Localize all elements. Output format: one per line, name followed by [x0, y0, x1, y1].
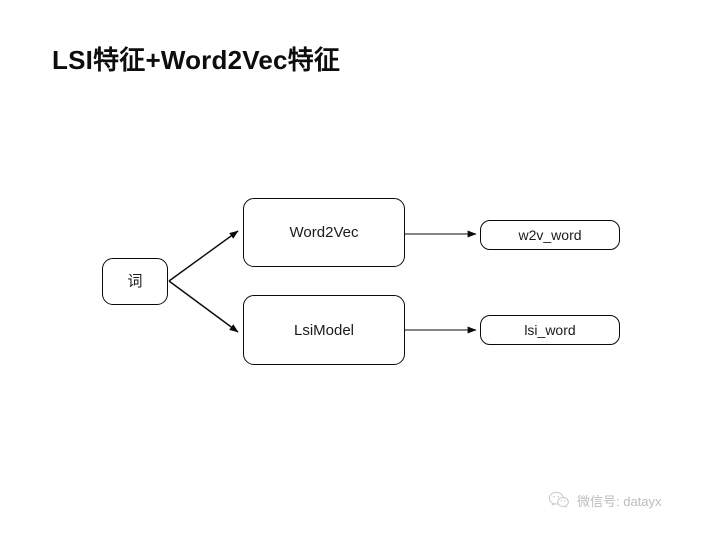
node-word2vec[interactable]: Word2Vec: [243, 198, 405, 267]
node-lsimodel[interactable]: LsiModel: [243, 295, 405, 365]
watermark-text: 微信号: datayx: [577, 493, 662, 509]
watermark: 微信号: datayx: [548, 490, 662, 510]
node-word[interactable]: 词: [102, 258, 168, 305]
node-lsi-word[interactable]: lsi_word: [480, 315, 620, 345]
edge-word-to-word2vec: [168, 230, 239, 282]
node-w2v-word[interactable]: w2v_word: [480, 220, 620, 250]
wechat-icon: [548, 491, 569, 508]
page-title: LSI特征+Word2Vec特征: [52, 45, 341, 75]
edge-word-to-lsimodel: [168, 280, 239, 333]
